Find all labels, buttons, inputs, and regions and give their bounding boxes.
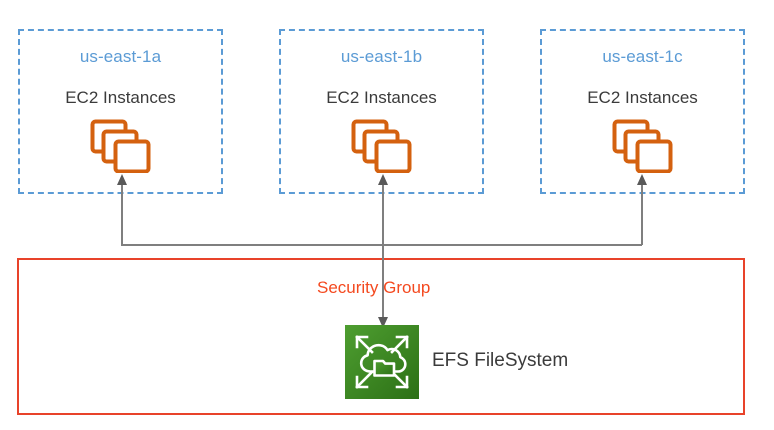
arrow-up-us-east-1b: [378, 174, 388, 185]
ec2-instances-icon: [90, 119, 152, 173]
efs-filesystem-label: EFS FileSystem: [432, 350, 569, 371]
ec2-instances-label: EC2 Instances: [65, 88, 176, 107]
security-group-box: [17, 258, 745, 415]
connector-vertical-to-efs: [382, 244, 384, 326]
arrow-up-us-east-1a: [117, 174, 127, 185]
arrow-down-to-efs: [378, 317, 388, 328]
availability-zone-box-us-east-1b: us-east-1b EC2 Instances: [279, 29, 484, 194]
arrow-up-us-east-1c: [637, 174, 647, 185]
ec2-instances-icon: [351, 119, 413, 173]
security-group-label: Security Group: [317, 278, 431, 297]
ec2-instances-label: EC2 Instances: [326, 88, 437, 107]
availability-zone-box-us-east-1c: us-east-1c EC2 Instances: [540, 29, 745, 194]
efs-filesystem-icon: [345, 325, 419, 399]
connector-vertical-us-east-1a: [121, 185, 123, 245]
ec2-instances-icon: [612, 119, 674, 173]
availability-zone-label: us-east-1b: [340, 47, 423, 66]
connector-vertical-us-east-1c: [641, 185, 643, 245]
availability-zone-box-us-east-1a: us-east-1a EC2 Instances: [18, 29, 223, 194]
ec2-instances-label: EC2 Instances: [587, 88, 698, 107]
connector-horizontal-bus: [121, 244, 642, 246]
connector-vertical-us-east-1b: [382, 185, 384, 245]
availability-zone-label: us-east-1c: [602, 47, 683, 66]
availability-zone-label: us-east-1a: [79, 47, 162, 66]
